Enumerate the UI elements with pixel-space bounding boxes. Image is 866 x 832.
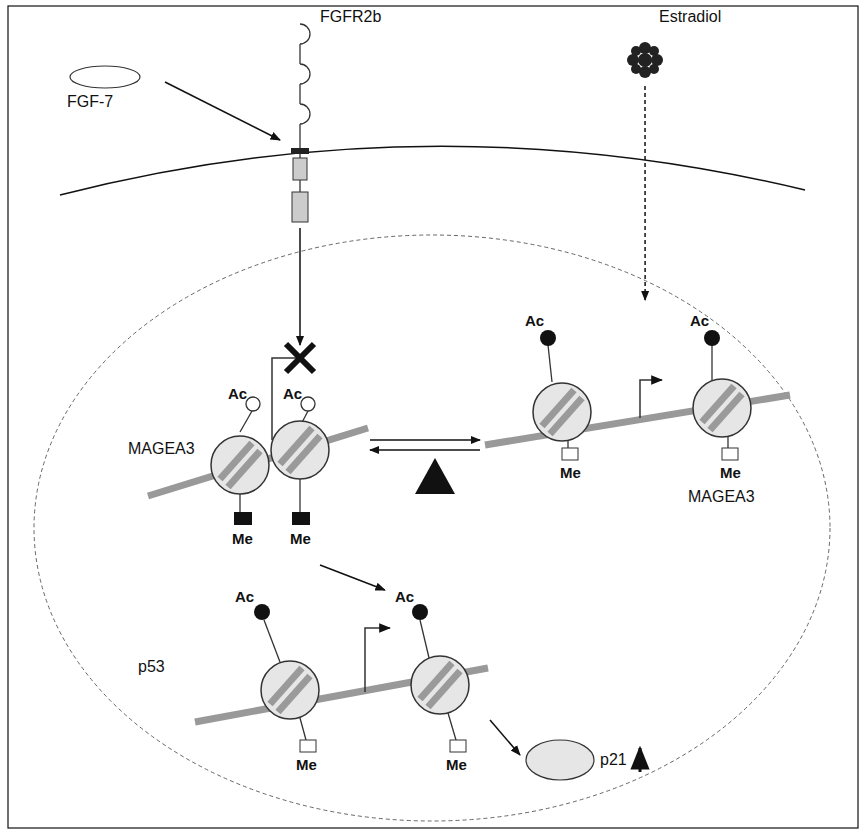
- connector-arrow: [300, 228, 301, 345]
- node-label: MAGEA3: [688, 488, 755, 506]
- node-label: FGF-7: [67, 93, 113, 111]
- modification-label: Me: [720, 464, 741, 481]
- connector-arrow: [165, 82, 280, 140]
- modification-label: Ac: [228, 385, 247, 402]
- connector-arrow: [370, 440, 480, 450]
- connector-arrow: [490, 720, 520, 755]
- node-label: Estradiol: [659, 8, 721, 26]
- modification-label: Ac: [283, 385, 302, 402]
- modification-label: Ac: [395, 588, 414, 605]
- modification-label: Me: [296, 756, 317, 773]
- modification-label: Me: [446, 756, 467, 773]
- modification-label: Ac: [690, 312, 709, 329]
- modification-label: Ac: [525, 312, 544, 329]
- connector-arrow: [645, 86, 646, 300]
- chromatin-node: FGFR2b: [280, 4, 410, 228]
- connector-arrow: [320, 565, 385, 590]
- node-label: p53: [138, 658, 165, 676]
- node-label: FGFR2b: [320, 8, 381, 26]
- chromatin-node: FGF-7: [55, 60, 165, 115]
- chromatin-node: MAGEA3: [480, 300, 800, 515]
- modification-label: Me: [232, 530, 253, 547]
- chromatin-node: p21: [520, 735, 660, 785]
- node-label: MAGEA3: [128, 440, 195, 458]
- modification-label: Me: [560, 464, 581, 481]
- modification-label: Ac: [235, 588, 254, 605]
- chromatin-node: Estradiol: [615, 4, 735, 86]
- modification-label: Me: [290, 530, 311, 547]
- node-label: p21: [600, 751, 627, 769]
